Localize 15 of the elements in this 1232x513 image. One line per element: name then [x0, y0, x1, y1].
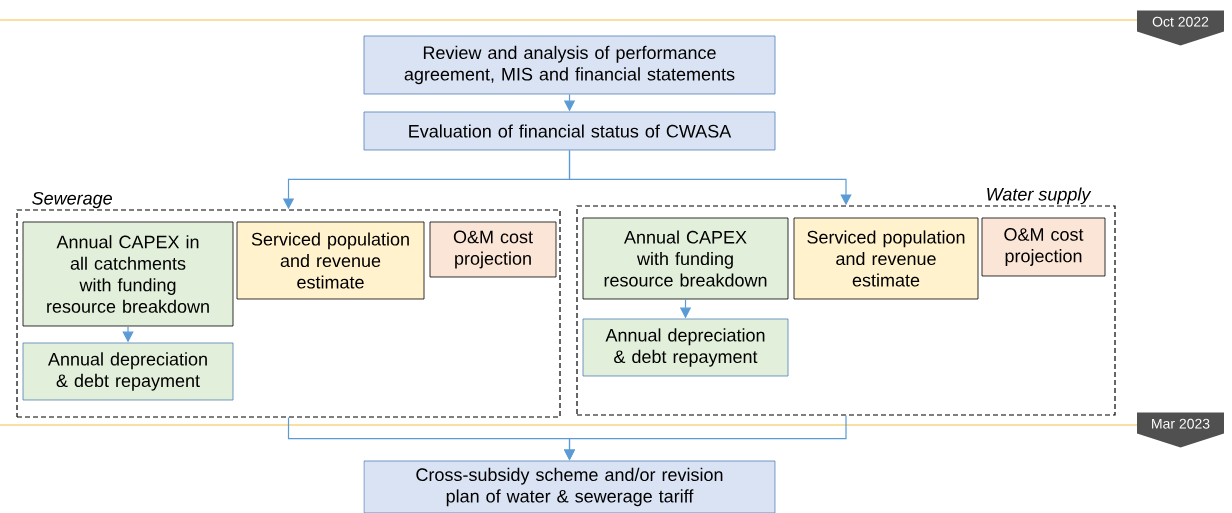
process-box: Annual CAPEX in all catchments with funding resource breakdown: [22, 221, 234, 327]
process-box: Cross-subsidy scheme and/or revision plan of water & sewerage tariff: [363, 460, 776, 513]
process-box: O&M cost projection: [429, 221, 557, 278]
node-label: Water supply: [987, 187, 1092, 205]
process-box: O&M cost projection: [981, 217, 1106, 277]
process-box: Annual depreciation & debt repayment: [22, 342, 234, 401]
process-box: Serviced population and revenue estimate: [793, 217, 979, 300]
date-badge: Mar 2023: [1137, 412, 1224, 448]
node-label: Sewerage: [32, 191, 112, 209]
process-box: Annual depreciation & debt repayment: [582, 318, 789, 377]
date-badge: Oct 2022: [1137, 10, 1224, 46]
process-box: Serviced population and revenue estimate: [236, 221, 425, 300]
process-box: Evaluation of financial status of CWASA: [363, 111, 776, 151]
process-box: Review and analysis of performance agreement, MIS and financial statements: [363, 35, 776, 95]
process-box: Annual CAPEX with funding resource breakdown: [582, 217, 789, 300]
